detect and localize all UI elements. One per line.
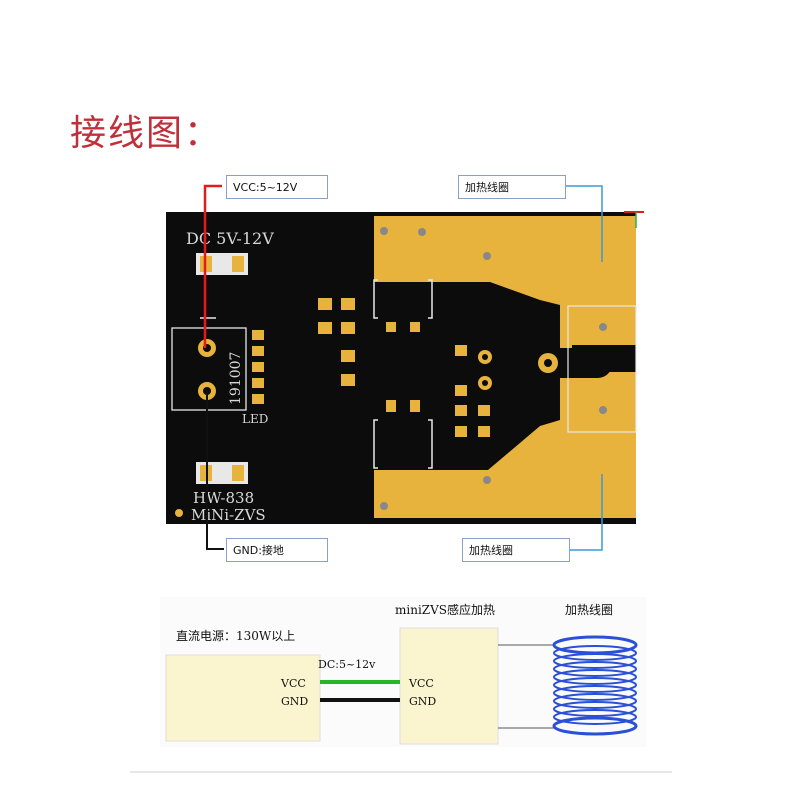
vcc-label: VCC:5~12V — [226, 175, 328, 199]
coil-wire-bottom — [568, 474, 603, 551]
pcb-model-text: HW-838 — [193, 489, 254, 507]
gnd-wire — [206, 391, 224, 550]
pcb-name-text: MiNi-ZVS — [191, 506, 266, 524]
pcb-part-code: 191007 — [228, 352, 244, 405]
pcb-voltage-text: DC 5V-12V — [186, 229, 274, 248]
module-gnd-label: GND — [409, 695, 436, 708]
ps-vcc-label: VCC — [280, 677, 306, 690]
gnd-label: GND:接地 — [226, 538, 328, 562]
power-terminal — [171, 327, 247, 411]
ps-gnd-label: GND — [281, 695, 308, 708]
power-supply-label: 直流电源：130W以上 — [176, 629, 295, 643]
gold-power-plane — [374, 216, 636, 518]
module-title: miniZVS感应加热 — [395, 602, 495, 617]
coil-wire-top — [564, 185, 603, 262]
module-vcc-label: VCC — [408, 677, 434, 690]
vcc-wire — [203, 184, 222, 348]
page-title: 接线图： — [70, 113, 223, 154]
heating-coil-graphic — [552, 635, 638, 736]
coil-bottom-label: 加热线圈 — [462, 538, 570, 562]
pcb-led-text: LED — [242, 412, 268, 426]
power-supply-box — [165, 654, 321, 742]
coil-top-label: 加热线圈 — [458, 175, 566, 199]
vias — [380, 227, 607, 510]
module-box — [399, 627, 499, 745]
coil-title: 加热线圈 — [565, 603, 613, 617]
dc-label: DC:5~12v — [318, 658, 376, 671]
